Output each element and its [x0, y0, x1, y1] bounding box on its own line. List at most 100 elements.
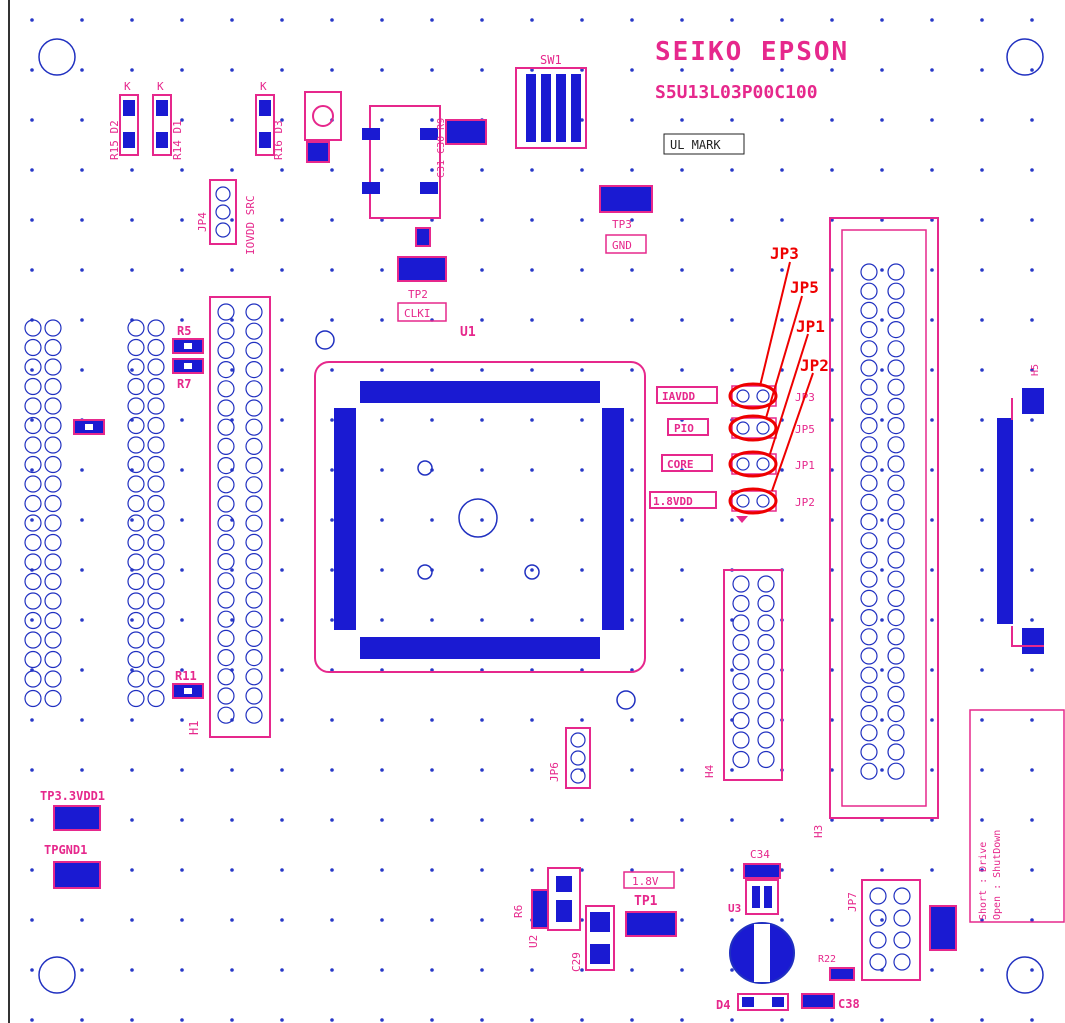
via-dot	[580, 68, 584, 72]
via-dot	[130, 868, 134, 872]
via-dot	[430, 768, 434, 772]
h3-pin	[860, 512, 878, 531]
via-dot	[380, 968, 384, 972]
header-hole	[24, 631, 42, 649]
r-cluster-right	[929, 905, 957, 951]
h4-pin	[732, 750, 750, 769]
x1-pad-4	[420, 182, 438, 194]
via-dot	[830, 18, 834, 22]
via-dot	[930, 568, 934, 572]
via-dot	[1030, 868, 1034, 872]
header-hole	[44, 455, 62, 474]
via-dot	[730, 18, 734, 22]
via-dot	[730, 268, 734, 272]
ul-mark-box	[663, 133, 745, 155]
r6-label: R6	[512, 905, 525, 918]
via-dot	[780, 518, 784, 522]
via-dot	[480, 18, 484, 22]
h1-label: H1	[187, 721, 201, 735]
h3-header-inner	[841, 229, 927, 807]
jp7-pin	[893, 887, 911, 905]
r16-d3-label: R16 D3	[272, 120, 285, 160]
via-dot	[880, 518, 884, 522]
header-hole	[24, 611, 42, 630]
via-dot	[680, 268, 684, 272]
via-dot	[830, 868, 834, 872]
header-hole	[24, 455, 42, 474]
h1-pin	[245, 552, 263, 571]
c31-c33-r9	[445, 119, 487, 145]
h1-pin	[217, 687, 235, 705]
callout-lines	[759, 261, 814, 492]
via-dot	[430, 1018, 434, 1022]
header-hole	[147, 611, 165, 630]
left-header-hole-array	[24, 319, 165, 708]
via-dot	[780, 68, 784, 72]
via-dot	[380, 618, 384, 622]
via-dot	[330, 668, 334, 672]
via-dot	[630, 418, 634, 422]
h1-pin	[245, 648, 263, 667]
h1-pin	[217, 648, 235, 667]
via-dot	[230, 68, 234, 72]
via-dot	[480, 768, 484, 772]
via-dot	[730, 68, 734, 72]
h4-pin	[732, 692, 750, 710]
header-hole	[147, 416, 165, 435]
via-dot	[730, 118, 734, 122]
h3-pin	[860, 397, 878, 415]
header-hole	[147, 377, 165, 396]
via-dot	[280, 168, 284, 172]
header-hole	[44, 319, 62, 337]
jp7-pin	[893, 931, 911, 949]
via-dot	[130, 1018, 134, 1022]
via-dot	[130, 918, 134, 922]
via-dot	[680, 68, 684, 72]
via-dot	[180, 18, 184, 22]
c38-capacitor	[801, 993, 835, 1009]
via-dot	[280, 218, 284, 222]
header-hole	[24, 358, 42, 376]
via-dot	[230, 168, 234, 172]
h3-pin	[887, 608, 905, 627]
via-dot	[430, 18, 434, 22]
h1-pin	[245, 380, 263, 398]
jp7-header	[861, 879, 921, 981]
header-hole	[147, 494, 165, 513]
h1-pin	[217, 591, 235, 609]
via-dot	[330, 918, 334, 922]
h1-pin	[245, 572, 263, 590]
via-dot	[630, 368, 634, 372]
via-dot	[380, 518, 384, 522]
via-dot	[980, 218, 984, 222]
via-dot	[280, 318, 284, 322]
header-hole	[147, 689, 165, 708]
via-dot	[230, 868, 234, 872]
via-dot	[280, 68, 284, 72]
via-dot	[530, 868, 534, 872]
c34-capacitor	[743, 863, 781, 879]
via-dot	[780, 268, 784, 272]
jp7-pin	[893, 953, 911, 971]
jp1-jumper: CORE JP1	[661, 450, 815, 478]
via-dot	[180, 568, 184, 572]
via-dot	[930, 1018, 934, 1022]
c31-label: C31 C30 R9	[436, 118, 447, 178]
h4-pin	[732, 594, 750, 613]
u1-pins-left	[334, 408, 356, 630]
u3-chip	[745, 879, 779, 915]
manufacturer-label: SEIKO EPSON	[655, 37, 849, 67]
sw2-button	[304, 91, 342, 141]
h3-pin	[887, 493, 905, 511]
sw2-cap	[312, 105, 334, 127]
header-hole	[127, 494, 145, 513]
via-dot	[1030, 118, 1034, 122]
via-dot	[580, 168, 584, 172]
ul-mark-label: UL MARK	[670, 138, 721, 152]
via-dot	[480, 418, 484, 422]
k-label-1: K	[124, 80, 131, 93]
via-dot	[530, 18, 534, 22]
via-dot	[680, 768, 684, 772]
via-dot	[480, 618, 484, 622]
via-dot	[80, 1018, 84, 1022]
